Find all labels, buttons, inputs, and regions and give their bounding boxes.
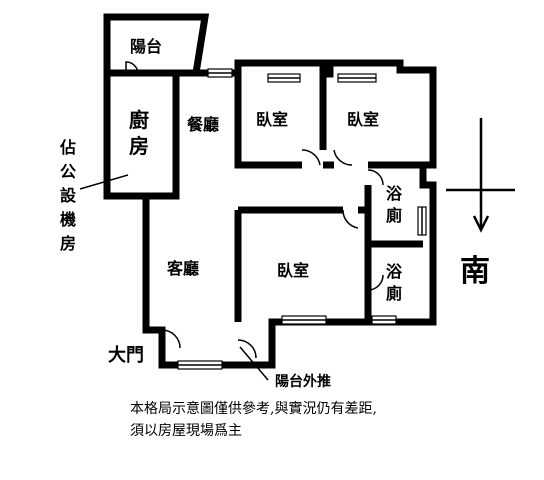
room-label-bedroom-2: 臥室 — [347, 110, 379, 129]
outer-walls — [103, 13, 437, 369]
room-label-kitchen: 廚 房 — [129, 108, 156, 158]
balcony-note-pointer — [239, 346, 269, 381]
machine-room-char-5: 房 — [60, 234, 76, 253]
room-label-bath-2: 浴 廁 — [386, 262, 408, 303]
machine-room-char-1: 佔 — [59, 138, 76, 157]
room-label-bedroom-1: 臥室 — [256, 110, 288, 129]
bath-2-char-1: 浴 — [386, 262, 403, 281]
room-label-balcony: 陽台 — [130, 37, 162, 56]
machine-room-char-2: 公 — [60, 162, 76, 181]
kitchen-char-1: 廚 — [129, 108, 149, 132]
bath-1-char-1: 浴 — [386, 184, 403, 203]
main-door-label: 大門 — [108, 344, 144, 366]
disclaimer: 本格局示意圖僅供參考,與實況仍有差距, 須以房屋現場爲主 — [130, 398, 530, 442]
room-label-bath-1: 浴 廁 — [386, 184, 408, 225]
main-door-swing — [161, 329, 181, 349]
bedroom-door-swing-2 — [333, 149, 353, 166]
room-label-living: 客廳 — [167, 259, 199, 278]
windows — [177, 68, 427, 370]
doors — [125, 61, 384, 359]
machine-room-label: 佔 公 設 機 房 — [59, 138, 82, 253]
balcony-door-swing-2 — [237, 339, 257, 359]
machine-room-char-4: 機 — [60, 210, 76, 229]
disclaimer-line-2: 須以房屋現場爲主 — [130, 423, 242, 439]
south-label: 南 — [460, 254, 490, 289]
machine-room-char-3: 設 — [60, 186, 77, 205]
bath-2-char-2: 廁 — [386, 284, 402, 303]
compass — [446, 118, 515, 233]
machine-room-pointer — [79, 174, 129, 190]
inner-walls — [146, 73, 423, 322]
bath-door-swing-1 — [367, 169, 384, 186]
bedroom-door-swing-1 — [301, 149, 321, 166]
room-label-dining: 餐廳 — [186, 115, 219, 134]
balcony-door-swing — [125, 61, 139, 74]
kitchen-char-2: 房 — [129, 134, 149, 158]
balcony-note-label: 陽台外推 — [275, 373, 331, 390]
bath-door-swing-2 — [367, 274, 384, 291]
disclaimer-line-1: 本格局示意圖僅供參考,與實況仍有差距, — [130, 401, 377, 417]
bedroom-door-swing-3 — [342, 209, 359, 229]
room-label-bedroom-3: 臥室 — [277, 261, 309, 280]
bath-1-char-2: 廁 — [386, 206, 402, 225]
